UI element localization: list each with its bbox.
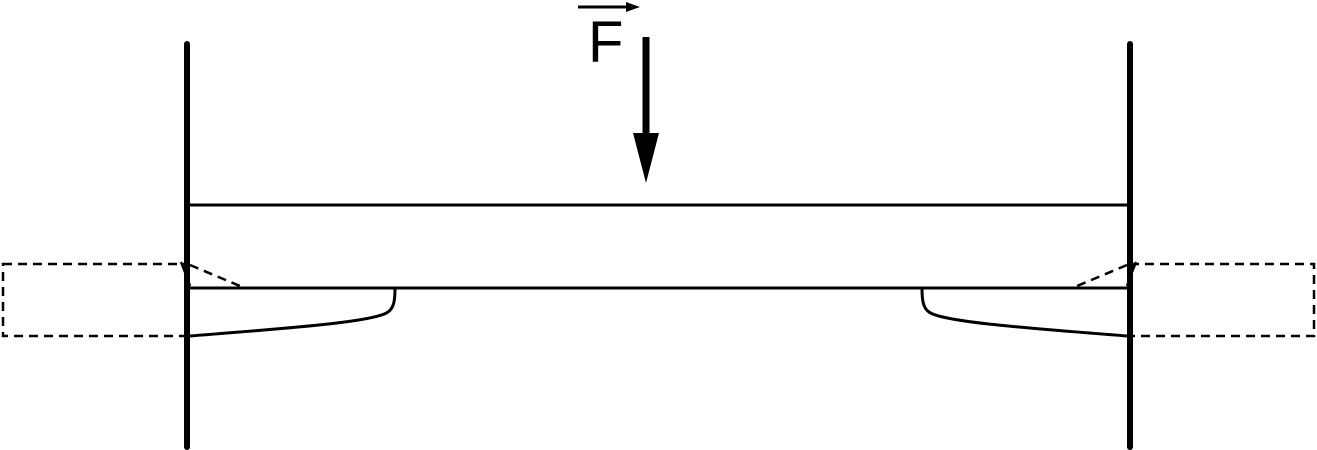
right-bracket bbox=[920, 287, 1128, 338]
force-vector-arrowhead bbox=[626, 2, 640, 12]
force-label: F bbox=[588, 10, 623, 75]
right-dashed-diagonal bbox=[1076, 263, 1128, 288]
left-bracket bbox=[189, 287, 397, 338]
right-fillet bbox=[1125, 261, 1138, 287]
right-dashed-extension bbox=[1128, 262, 1316, 338]
left-dashed-extension bbox=[1, 262, 189, 338]
left-dashed-diagonal bbox=[189, 263, 241, 288]
force-arrow-head bbox=[633, 133, 659, 183]
left-fillet bbox=[179, 261, 192, 287]
